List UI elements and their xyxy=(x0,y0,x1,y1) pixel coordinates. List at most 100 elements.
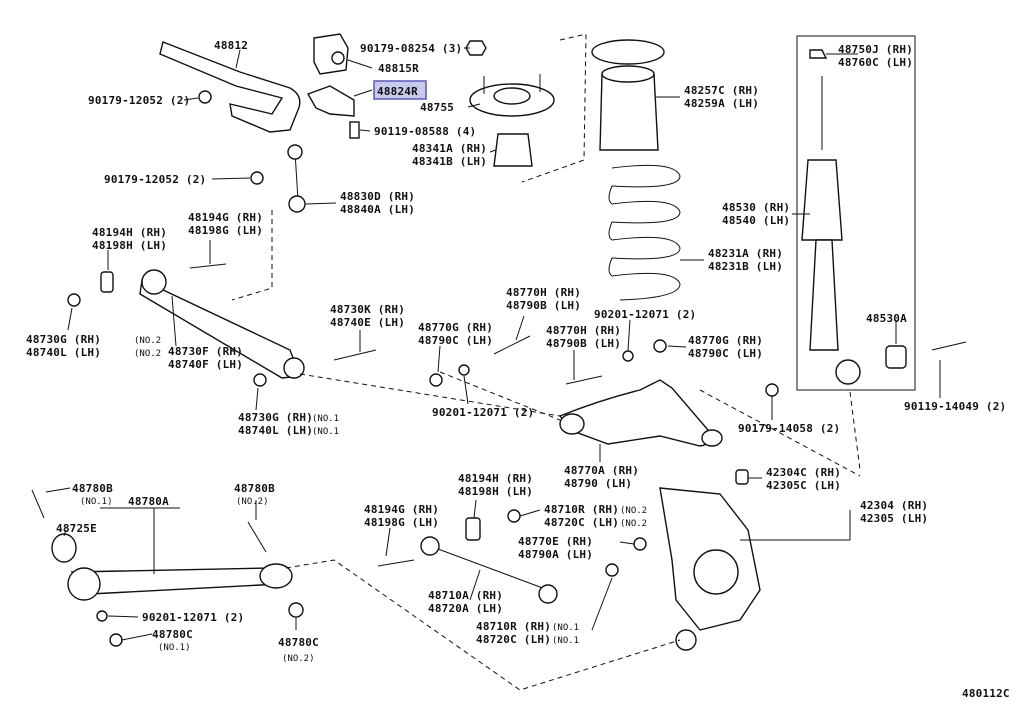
cam-48194h-a[interactable] xyxy=(100,271,114,293)
bushing-48530a[interactable] xyxy=(885,345,907,369)
label-42305[interactable]: 42305 (LH) xyxy=(860,512,928,525)
steering-knuckle[interactable] xyxy=(659,487,761,651)
label-48259a[interactable]: 48259A (LH) xyxy=(684,97,759,110)
label-48812[interactable]: 48812 xyxy=(214,39,248,52)
label-48750j[interactable]: 48750J (RH) xyxy=(838,43,913,56)
label-48720c-b[interactable]: 48720C (LH) xyxy=(476,633,551,646)
label-48730f[interactable]: 48730F (RH) xyxy=(168,345,243,358)
label-90119-14049[interactable]: 90119-14049 (2) xyxy=(904,400,1006,413)
label-48341a[interactable]: 48341A (RH) xyxy=(412,142,487,155)
label-48710r-b[interactable]: 48710R (RH) xyxy=(476,620,551,633)
bolt-90119-08588[interactable] xyxy=(349,121,360,139)
nut-90179-12052-a[interactable] xyxy=(198,90,212,104)
nut-48710r-a[interactable] xyxy=(507,509,521,523)
label-90201-12071-b[interactable]: 90201-12071 (2) xyxy=(594,308,696,321)
bolt-48194g-b[interactable] xyxy=(377,559,415,567)
label-48770a[interactable]: 48770A (RH) xyxy=(564,464,639,477)
label-48198g-a[interactable]: 48198G (LH) xyxy=(188,224,263,237)
bolt-48730k[interactable] xyxy=(333,349,377,361)
label-48755[interactable]: 48755 xyxy=(420,101,454,114)
label-48194g-a[interactable]: 48194G (RH) xyxy=(188,211,263,224)
label-42304[interactable]: 42304 (RH) xyxy=(860,499,928,512)
nut-48710r-b[interactable] xyxy=(605,563,619,577)
nut-48770g-b[interactable] xyxy=(653,339,667,353)
label-48530[interactable]: 48530 (RH) xyxy=(722,201,790,214)
label-48730k[interactable]: 48730K (RH) xyxy=(330,303,405,316)
nut-48730g-b[interactable] xyxy=(253,373,267,387)
label-48540[interactable]: 48540 (LH) xyxy=(722,214,790,227)
label-48231b[interactable]: 48231B (LH) xyxy=(708,260,783,273)
label-48780c-a[interactable]: 48780C xyxy=(152,628,193,641)
label-48840a[interactable]: 48840A (LH) xyxy=(340,203,415,216)
label-90201-12071-a[interactable]: 90201-12071 (2) xyxy=(432,406,534,419)
shock-absorber[interactable] xyxy=(801,76,861,385)
nut-90201-a[interactable] xyxy=(458,364,470,376)
label-48770h-b[interactable]: 48770H (RH) xyxy=(546,324,621,337)
bolt-48770h-a[interactable] xyxy=(493,335,531,355)
stabilizer-link[interactable] xyxy=(287,144,306,213)
stabilizer-bracket[interactable] xyxy=(306,85,355,117)
upper-arm[interactable] xyxy=(558,379,723,447)
label-48830d[interactable]: 48830D (RH) xyxy=(340,190,415,203)
label-48530a[interactable]: 48530A xyxy=(866,312,907,325)
coil-spring[interactable] xyxy=(608,164,681,301)
label-90179-12052-b[interactable]: 90179-12052 (2) xyxy=(104,173,206,186)
upper-support[interactable] xyxy=(469,74,555,117)
label-48194h-b[interactable]: 48194H (RH) xyxy=(458,472,533,485)
label-48780b-a[interactable]: 48780B xyxy=(72,482,113,495)
bushing-48725e[interactable] xyxy=(51,533,77,563)
label-48740l-a[interactable]: 48740L (LH) xyxy=(26,346,101,359)
cam-48194h-b[interactable] xyxy=(465,517,481,541)
label-48257c[interactable]: 48257C (RH) xyxy=(684,84,759,97)
nut-48770g-a[interactable] xyxy=(429,373,443,387)
label-48770e[interactable]: 48770E (RH) xyxy=(518,535,593,548)
label-48231a[interactable]: 48231A (RH) xyxy=(708,247,783,260)
nut-90179-12052-b[interactable] xyxy=(250,171,264,185)
label-48770g-a[interactable]: 48770G (RH) xyxy=(418,321,493,334)
label-48341b[interactable]: 48341B (LH) xyxy=(412,155,487,168)
label-48198h-b[interactable]: 48198H (LH) xyxy=(458,485,533,498)
label-48780b-b[interactable]: 48780B xyxy=(234,482,275,495)
bolt-48770h-b[interactable] xyxy=(565,375,603,385)
label-90119-08588[interactable]: 90119-08588 (4) xyxy=(374,125,476,138)
label-48740l-b[interactable]: 48740L (LH) xyxy=(238,424,313,437)
label-48815r[interactable]: 48815R xyxy=(378,62,419,75)
label-48725e[interactable]: 48725E xyxy=(56,522,97,535)
nut-48780c-b[interactable] xyxy=(288,602,304,618)
label-48760c[interactable]: 48760C (LH) xyxy=(838,56,913,69)
nut-90201-b[interactable] xyxy=(622,350,634,362)
bolt-48780b-b[interactable] xyxy=(247,521,267,553)
label-48740e[interactable]: 48740E (LH) xyxy=(330,316,405,329)
nut-48780c-a[interactable] xyxy=(109,633,123,647)
lower-arm-no1[interactable] xyxy=(67,563,293,601)
dust-boot[interactable] xyxy=(591,39,665,151)
label-90201-12071-c[interactable]: 90201-12071 (2) xyxy=(142,611,244,624)
nut-48770e[interactable] xyxy=(633,537,647,551)
label-48720a[interactable]: 48720A (LH) xyxy=(428,602,503,615)
label-48710r-a[interactable]: 48710R (RH) xyxy=(544,503,619,516)
nut-90201-c[interactable] xyxy=(96,610,108,622)
label-48710a[interactable]: 48710A (RH) xyxy=(428,589,503,602)
label-48780a[interactable]: 48780A xyxy=(128,495,169,508)
label-48740f[interactable]: 48740F (LH) xyxy=(168,358,243,371)
bolt-48194g-a[interactable] xyxy=(189,263,227,269)
label-48770h-a[interactable]: 48770H (RH) xyxy=(506,286,581,299)
bolt-48780b-a[interactable] xyxy=(31,489,45,519)
label-48730g-a[interactable]: 48730G (RH) xyxy=(26,333,101,346)
label-48780c-b[interactable]: 48780C xyxy=(278,636,319,649)
label-48790[interactable]: 48790 (LH) xyxy=(564,477,632,490)
strut-rod[interactable] xyxy=(420,536,558,604)
bolt-90119-14049[interactable] xyxy=(931,341,967,351)
bushing-42304c[interactable] xyxy=(735,469,749,485)
label-90179-14058[interactable]: 90179-14058 (2) xyxy=(738,422,840,435)
label-42305c[interactable]: 42305C (LH) xyxy=(766,479,841,492)
label-48720c-a[interactable]: 48720C (LH) xyxy=(544,516,619,529)
nut-48730g-a[interactable] xyxy=(67,293,81,307)
label-48770g-b[interactable]: 48770G (RH) xyxy=(688,334,763,347)
label-48790b-b[interactable]: 48790B (LH) xyxy=(546,337,621,350)
label-48790c-b[interactable]: 48790C (LH) xyxy=(688,347,763,360)
nut-90179-14058[interactable] xyxy=(765,383,779,397)
label-48194h-a[interactable]: 48194H (RH) xyxy=(92,226,167,239)
label-42304c[interactable]: 42304C (RH) xyxy=(766,466,841,479)
label-48790a[interactable]: 48790A (LH) xyxy=(518,548,593,561)
